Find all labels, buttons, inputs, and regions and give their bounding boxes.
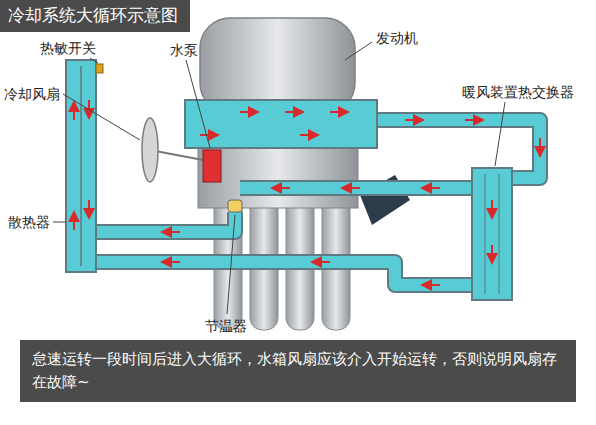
part-label: 暖风装置热交换器 bbox=[462, 84, 574, 100]
title-bar: 冷却系统大循环示意图 bbox=[0, 0, 190, 32]
caption-box: 怠速运转一段时间后进入大循环，水箱风扇应该介入开始运转，否则说明风扇存在故障~ bbox=[20, 340, 576, 402]
part-label: 热敏开关 bbox=[40, 40, 96, 56]
part-label: 水泵 bbox=[170, 42, 198, 58]
part-label: 节温器 bbox=[205, 318, 247, 334]
part-label: 散热器 bbox=[8, 214, 50, 230]
part-label: 发动机 bbox=[376, 30, 418, 46]
part-label: 冷却风扇 bbox=[4, 86, 60, 102]
